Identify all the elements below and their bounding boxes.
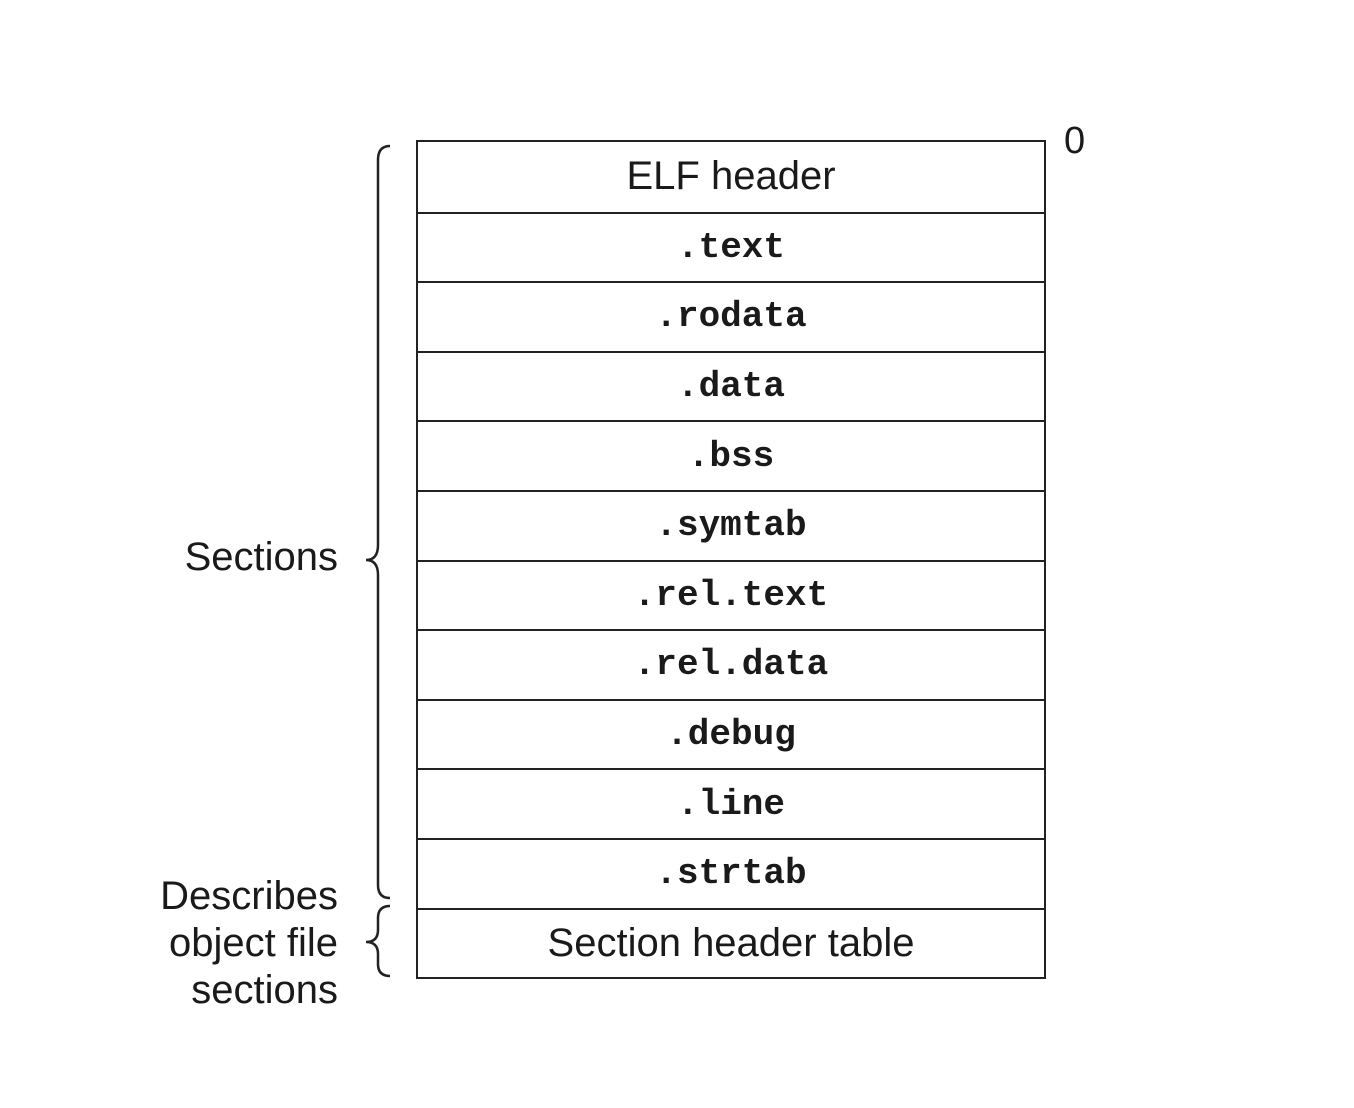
row-data: .data (418, 350, 1044, 421)
row-elf-header: ELF header (626, 154, 836, 199)
row-text: .text (418, 211, 1044, 282)
describes-brace (365, 904, 391, 978)
offset-zero-label: 0 (1064, 120, 1086, 162)
row-rel-text: .rel.text (418, 559, 1044, 630)
describes-sections-label: Describes object file sections (160, 874, 338, 1012)
row-line: .line (418, 768, 1044, 838)
sections-label: Sections (184, 535, 338, 579)
row-rodata: .rodata (418, 281, 1044, 351)
row-section-header-table: Section header table (418, 907, 1044, 978)
row-symtab: .symtab (418, 489, 1044, 560)
row-rel-data: .rel.data (418, 629, 1044, 699)
sections-brace (365, 144, 391, 900)
elf-section-table: ELF header .text .rodata .data .bss .sym… (416, 140, 1046, 980)
row-debug: .debug (418, 698, 1044, 769)
row-bss: .bss (418, 420, 1044, 490)
row-strtab: .strtab (418, 837, 1044, 908)
